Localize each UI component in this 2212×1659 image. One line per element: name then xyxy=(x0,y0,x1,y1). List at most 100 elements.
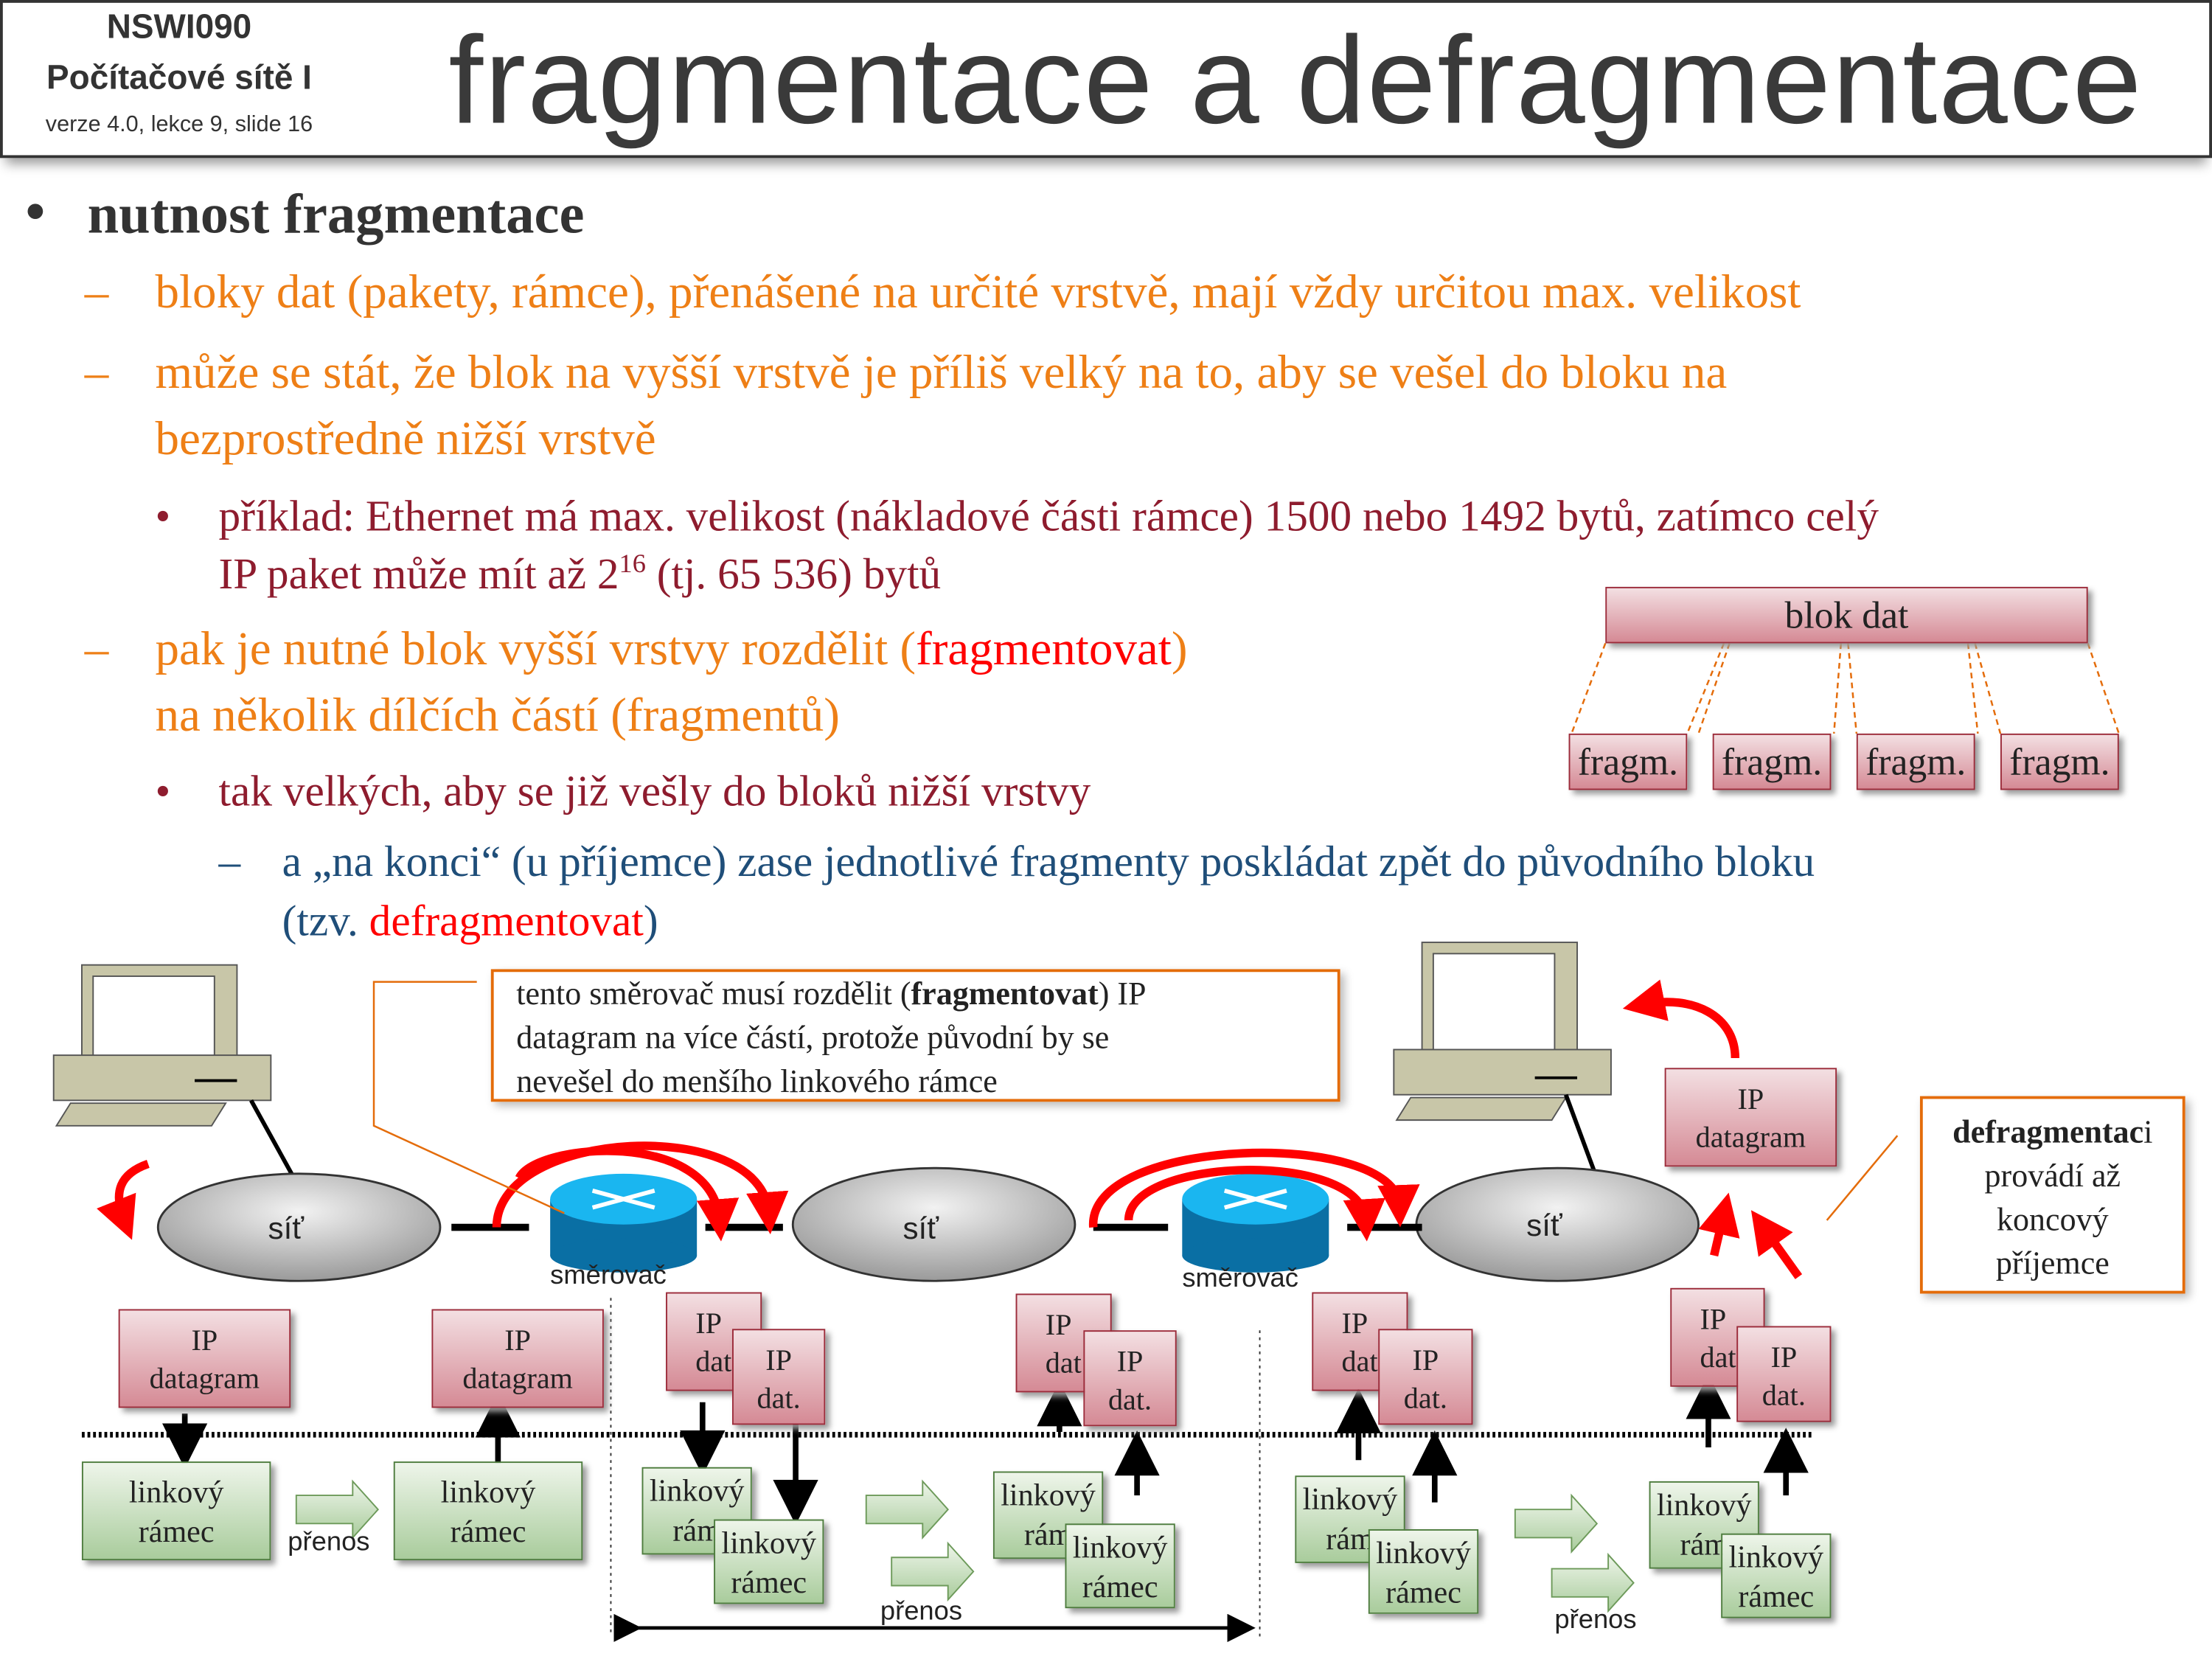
cloud-icon xyxy=(791,1166,1077,1282)
dash-icon: – xyxy=(84,347,109,400)
sub4-pre: (tzv. xyxy=(282,895,369,945)
dat-label: dat xyxy=(1700,1340,1736,1374)
defrag-tail: i xyxy=(2143,1114,2153,1150)
ip-label: IP xyxy=(765,1343,793,1377)
defragmentation-callout: defragmentaci provádí až koncový příjemc… xyxy=(1919,1096,2185,1294)
frame-label-2: rámec xyxy=(138,1513,215,1549)
dash-text-3b: na několik dílčích částí (fragmentů) xyxy=(155,689,840,742)
datagram-label: datagram xyxy=(149,1361,260,1396)
router-label: směrovač xyxy=(550,1261,667,1291)
callout-line-2: datagram na více částí, protože původní … xyxy=(516,1020,1110,1056)
example-line-1: příklad: Ethernet má max. velikost (nákl… xyxy=(218,490,1879,540)
bullet-icon: • xyxy=(25,178,46,243)
network-label: síť xyxy=(902,1210,939,1246)
fragment-box: fragm. xyxy=(1568,733,1688,790)
frame-label-2: rám xyxy=(672,1512,721,1548)
frame-label-2: rám xyxy=(1326,1520,1374,1557)
callout-line-1: tento směrovač musí rozdělit (fragmentov… xyxy=(516,972,1338,1015)
dash-text-1: bloky dat (pakety, rámce), přenášené na … xyxy=(155,266,1801,319)
dash3-pre: pak je nutné blok vyšší vrstvy rozdělit … xyxy=(155,623,917,676)
frame-label-1: linkový xyxy=(1376,1534,1471,1571)
callout-pre: tento směrovač musí rozdělit ( xyxy=(516,975,911,1012)
version-info: verze 4.0, lekce 9, slide 16 xyxy=(45,113,313,137)
frame-label-2: rám xyxy=(1023,1516,1073,1552)
frame-label-2: rám xyxy=(1680,1526,1728,1562)
transfer-label: přenos xyxy=(288,1528,370,1558)
example-post: (tj. 65 536) bytů xyxy=(645,549,942,599)
frame-label-1: linkový xyxy=(1302,1481,1398,1517)
frame-label-1: linkový xyxy=(1656,1486,1752,1523)
transfer-label: přenos xyxy=(1554,1605,1637,1635)
computer-left-icon xyxy=(52,964,272,1127)
datagram-label: datagram xyxy=(462,1361,573,1396)
frame-label-1: linkový xyxy=(440,1474,536,1510)
ip-label: IP xyxy=(1045,1307,1072,1342)
dat-label: dat. xyxy=(757,1381,801,1416)
fragment-box: fragm. xyxy=(1712,733,1832,790)
frame-label-1: linkový xyxy=(721,1525,817,1561)
callout-bold: fragmentovat xyxy=(911,975,1099,1012)
example-exponent: 16 xyxy=(619,549,646,580)
dash3-highlight: fragmentovat xyxy=(916,623,1172,676)
dash-icon: – xyxy=(84,623,109,676)
defrag-bold: defragmentac xyxy=(1952,1114,2144,1150)
frame-label-2: rámec xyxy=(731,1564,807,1600)
bullet-icon: • xyxy=(155,490,171,540)
router-label: směrovač xyxy=(1182,1264,1298,1294)
callout-line-3: nevešel do menšího linkového rámce xyxy=(516,1063,998,1099)
datagram-label: datagram xyxy=(1695,1120,1806,1155)
example-line-2: IP paket může mít až 216 (tj. 65 536) by… xyxy=(219,549,942,599)
dat-label: dat xyxy=(1341,1344,1378,1379)
network-label: síť xyxy=(268,1210,305,1246)
sub-dash-4b: (tzv. defragmentovat) xyxy=(282,896,658,947)
router-icon xyxy=(550,1173,698,1273)
network-diagram-graphics xyxy=(52,942,1899,1643)
dash-text-3a: pak je nutné blok vyšší vrstvy rozdělit … xyxy=(155,624,1187,678)
fragmentation-callout: tento směrovač musí rozdělit (fragmentov… xyxy=(490,969,1340,1102)
transfer-label: přenos xyxy=(880,1596,963,1627)
transfer-arrow-icon xyxy=(295,1479,1635,1613)
frame-label-1: linkový xyxy=(1072,1528,1168,1565)
ip-label: IP xyxy=(1116,1344,1144,1379)
course-code: NSWI090 xyxy=(106,8,252,47)
router-icon xyxy=(1182,1173,1329,1273)
defrag-line-3: koncový xyxy=(1997,1202,2109,1237)
ip-label: IP xyxy=(1737,1082,1764,1116)
sub4-post: ) xyxy=(643,895,658,945)
sub-dash-4a: a „na konci“ (u příjemce) zase jednotliv… xyxy=(282,836,1815,886)
frame-label-2: rámec xyxy=(1082,1568,1158,1604)
frame-label-1: linkový xyxy=(128,1474,224,1510)
ip-label: IP xyxy=(1700,1301,1727,1336)
ip-label: IP xyxy=(1412,1343,1439,1377)
dat-label: dat xyxy=(1045,1346,1082,1380)
ip-label: IP xyxy=(695,1306,722,1340)
ip-datagram-box: IP datagram xyxy=(1664,1068,1837,1167)
slide-header: NSWI090 Počítačové sítě I verze 4.0, lek… xyxy=(0,0,2212,159)
frame-label-1: linkový xyxy=(1728,1539,1824,1575)
dash-text-2a: může se stát, že blok na vyšší vrstvě je… xyxy=(155,347,1728,400)
sub4-highlight: defragmentovat xyxy=(369,895,644,945)
dat-label: dat xyxy=(695,1344,732,1379)
example-pre: IP paket může mít až 2 xyxy=(218,549,619,599)
bullet-icon: • xyxy=(155,765,171,815)
ip-label: IP xyxy=(1341,1306,1368,1340)
ip-label: IP xyxy=(1770,1340,1798,1374)
defrag-line-1: defragmentaci xyxy=(1923,1110,2183,1154)
fragment-lines xyxy=(1571,642,2120,734)
bullet-nutnost: nutnost fragmentace xyxy=(87,181,585,246)
frame-label-2: rámec xyxy=(1738,1578,1815,1614)
course-name: Počítačové sítě I xyxy=(46,59,312,98)
defrag-line-4: příjemce xyxy=(1995,1245,2110,1281)
dash-text-2b: bezprostředně nižší vrstvě xyxy=(155,413,656,466)
